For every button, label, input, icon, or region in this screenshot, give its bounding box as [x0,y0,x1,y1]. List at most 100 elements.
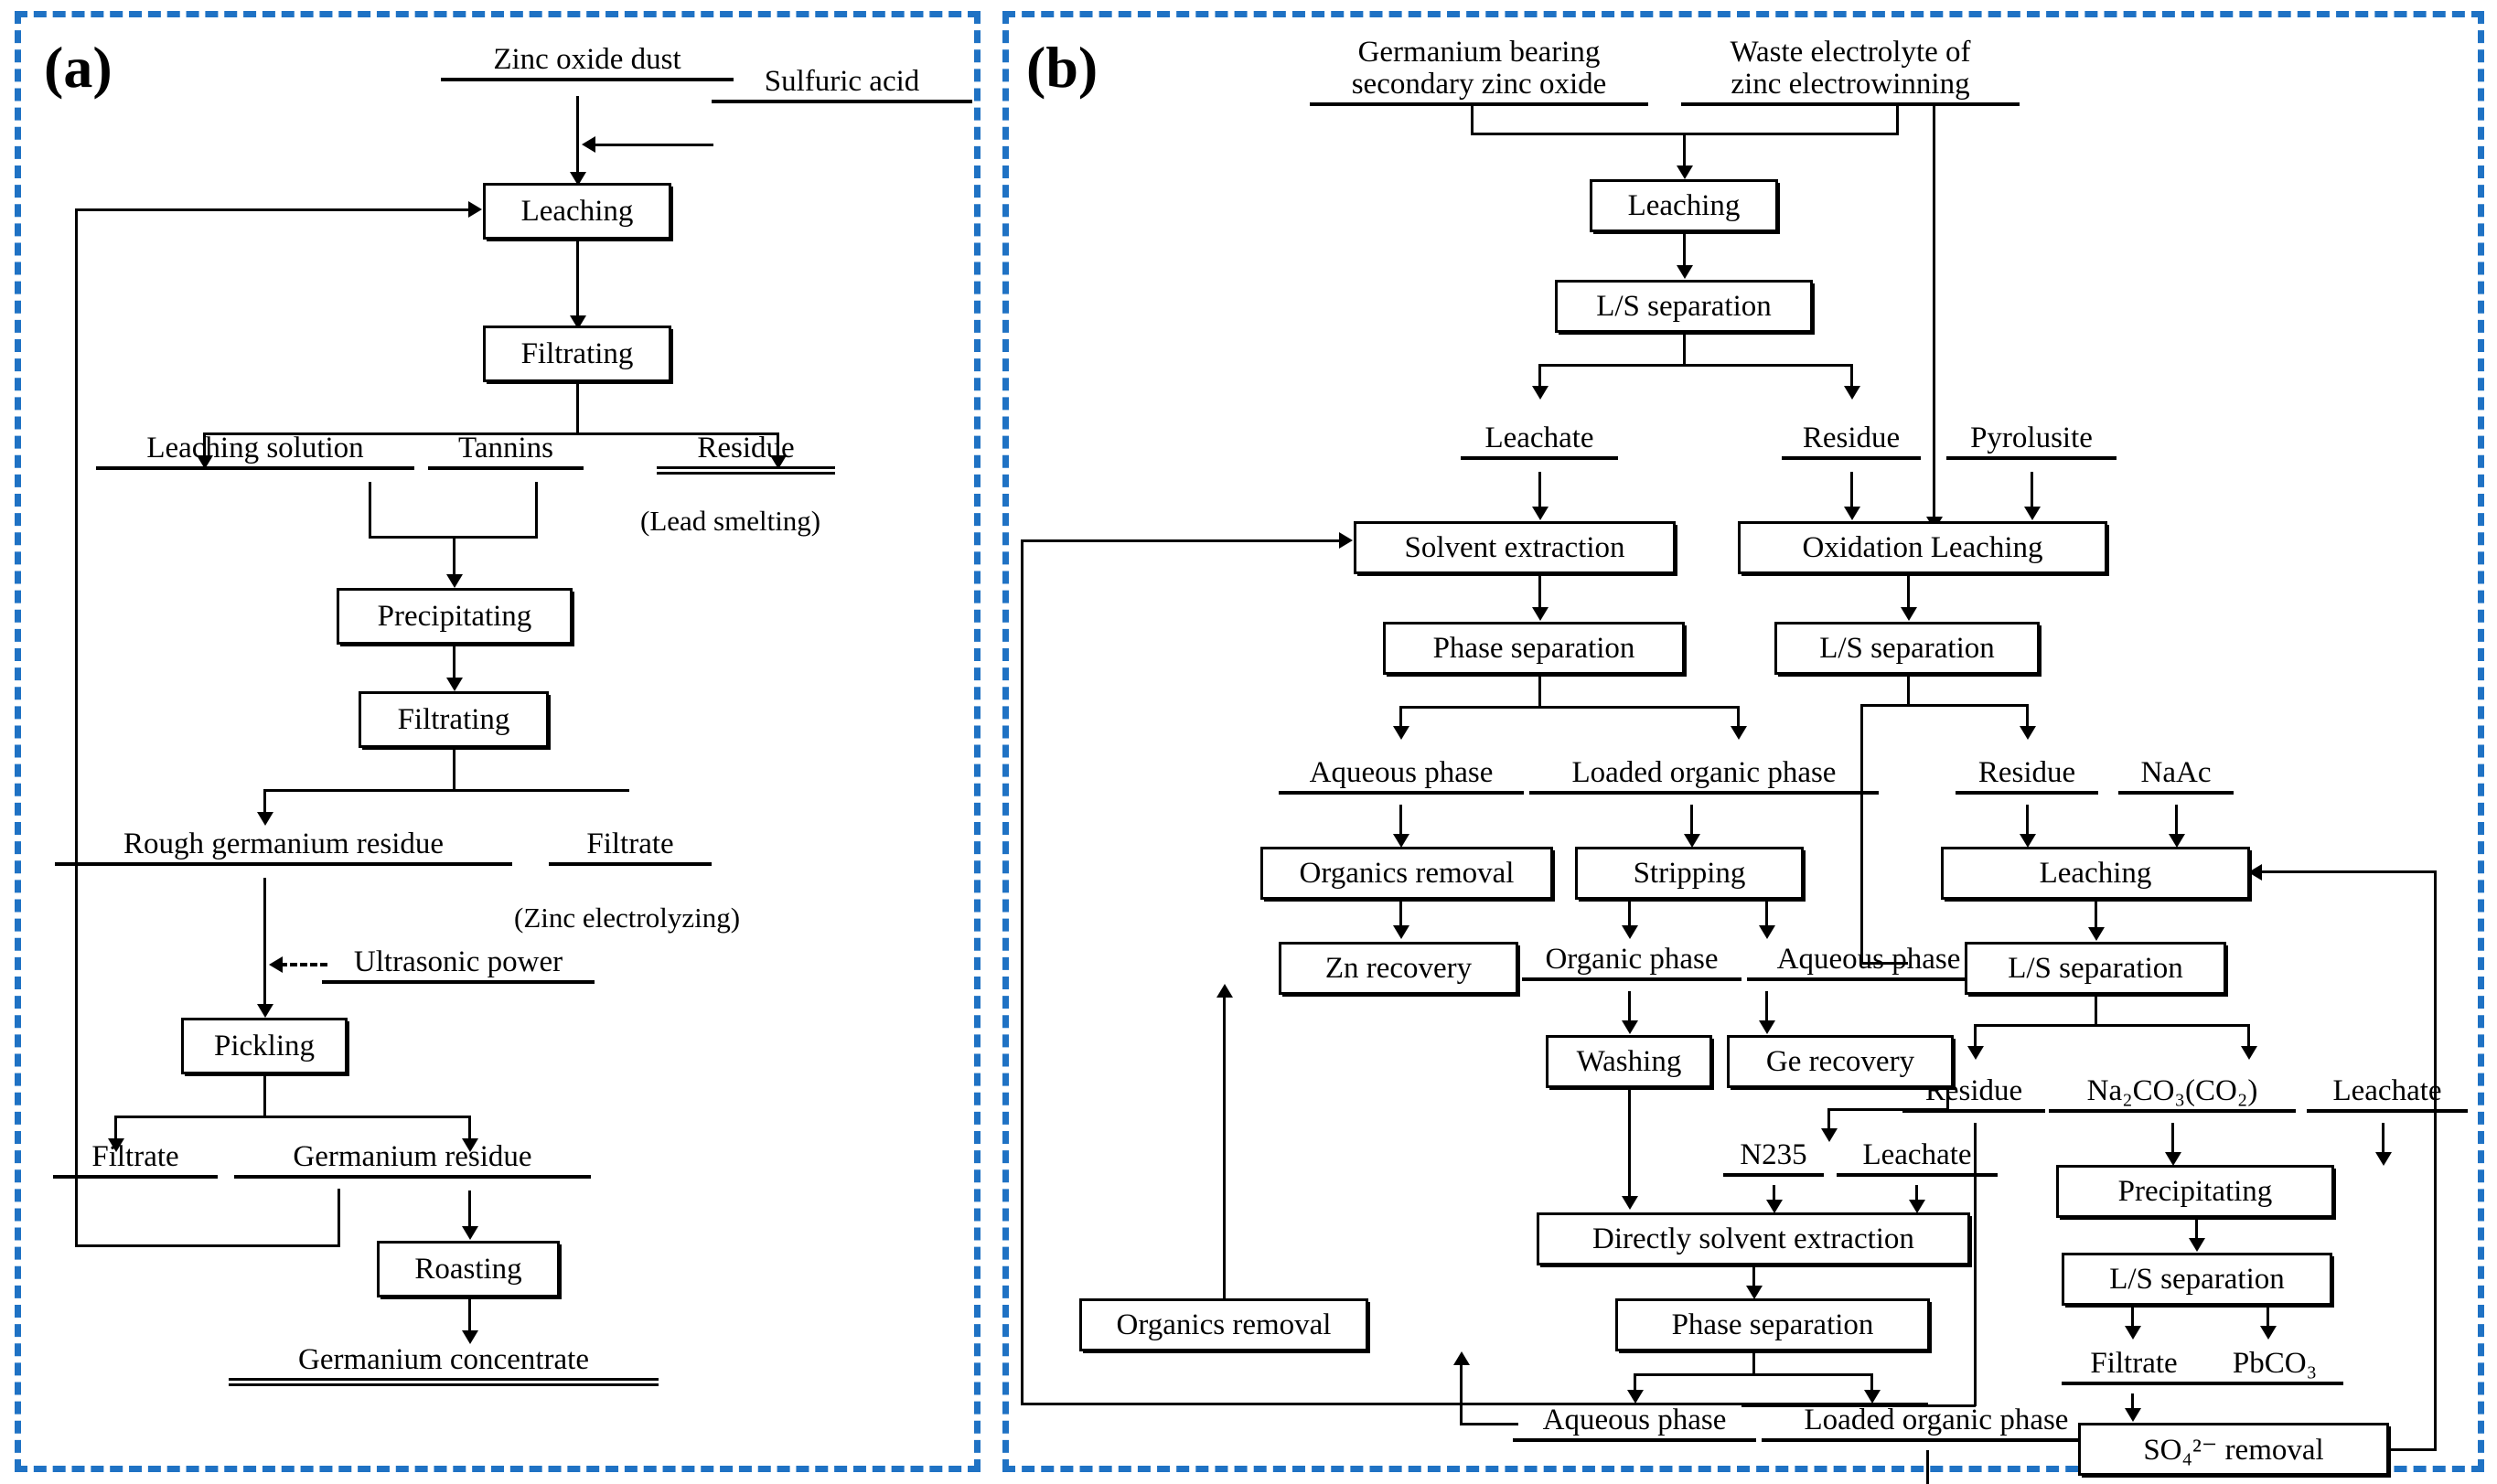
box-zn-recovery: Zn recovery [1279,942,1518,995]
conn-lop1-stripping [1690,805,1693,839]
arrow-residue-oxleach [1844,507,1860,520]
conn-tannins-down [535,482,538,539]
box-oxidation-leaching: Oxidation Leaching [1738,521,2107,574]
arrow-roughge-pickling [257,1004,273,1018]
arrow-washing-dse [1622,1196,1638,1210]
conn-lop2-bottom [1021,1403,1928,1405]
conn-pickling-split [263,1074,266,1117]
box-organics-removal-2: Organics removal [1079,1298,1368,1351]
conn-filtrating2-bus [263,789,629,792]
arrow-leachate-solvext [1532,507,1549,520]
panel-a-tag: (a) [44,35,113,100]
arrow-sulfuric-acid [582,136,595,153]
arrow-pickling-filtrate [108,1138,124,1152]
conn-waste-down [1896,106,1899,135]
box-so4-removal: SO₄²⁻ removal [2078,1423,2389,1476]
arrow-to-leachate-b1 [1532,386,1549,400]
conn-filtrate-so4 [2131,1393,2134,1414]
conn-pickling-left [114,1116,117,1143]
panel-b-frame [1002,11,2484,1472]
arrow-stripping-aqphase2 [1759,925,1775,939]
arrow-stripping-orgphase [1622,925,1638,939]
arrow-naac-leaching2 [2169,834,2185,848]
conn-feed-down [1471,106,1474,135]
arrow-to-loaded-organic-1 [1731,726,1747,740]
arrow-aq1-orgrem1 [1393,834,1409,848]
box-directly-solvent-extraction: Directly solvent extraction [1537,1212,1970,1265]
arrow-na2co3-precip [2165,1152,2181,1166]
stream-sulfuric-acid: Sulfuric acid [712,66,972,103]
conn-ls3-right [2247,1024,2250,1050]
arrow-zod-leaching [570,172,586,186]
arrow-leachate2-dse [1909,1200,1925,1213]
conn-stripping-aqphase2 [1765,900,1768,931]
arrow-leaching1-ls1 [1677,265,1693,279]
conn-filtrating1-bus [203,432,779,435]
conn-phasesep1-split [1538,675,1541,708]
conn-ls2-left-long [1860,704,1863,965]
conn-lop2-down [1926,1450,1929,1484]
arrow-to-residue-a [770,455,787,469]
arrow-orgrem1-znrec [1393,925,1409,939]
arrow-pyrolusite-oxleach [2024,507,2041,520]
arrow-to-leaching-b1 [1677,165,1693,179]
conn-ls4-pbco3 [2267,1306,2269,1329]
conn-ls2-split [1907,675,1910,706]
conn-orgrem2-znrec [1223,995,1226,1300]
conn-gerec-down [1946,1088,1949,1110]
box-ls-separation-b3: L/S separation [1965,942,2226,995]
stream-loaded-organic-phase-2: Loaded organic phase [1762,1404,2111,1442]
box-roasting: Roasting [377,1241,560,1297]
arrow-to-leaching-solution [197,455,213,469]
conn-gerec-leachate2 [1827,1108,1830,1132]
note-zinc-electrolyzing: (Zinc electrolyzing) [514,902,741,934]
waste-line-2: zinc electrowinning [1731,67,1970,101]
conn-ls3-bus [1974,1024,2250,1027]
box-stripping: Stripping [1575,847,1804,900]
box-leaching-b1: Leaching [1590,179,1778,232]
conn-ls1-left [1538,364,1541,390]
stream-pbco3: PbCO₃ [2206,1348,2343,1385]
conn-pickling-bus [114,1116,471,1118]
arrow-so4-recycle-leaching2 [2248,864,2262,881]
arrow-dse-phasesep2 [1746,1286,1763,1299]
arrow-to-precipitating-a [446,574,463,588]
arrow-leachate3-precip [2375,1152,2392,1166]
stream-pyrolusite: Pyrolusite [1946,422,2117,460]
conn-ultrasonic-dashed [280,963,327,966]
conn-pyrolusite-oxleach [2031,472,2033,512]
conn-oxleach-ls2 [1907,574,1910,613]
stream-filtrate-1: Filtrate [549,828,712,866]
conn-pickling-right [468,1116,471,1143]
feed-line-2: secondary zinc oxide [1351,67,1607,101]
conn-phasesep2-bus [1634,1373,1873,1376]
conn-phasesep2-right [1870,1373,1873,1393]
conn-residue3-bottom [1974,1123,1977,1406]
conn-phasesep1-right [1737,706,1740,730]
arrow-roasting-concentrate [462,1330,478,1344]
conn-ls4-filtrate [2131,1306,2134,1329]
conn-waste-to-oxleach [1933,106,1935,522]
stream-residue-b1: Residue [1782,422,1921,460]
arrow-to-aqueous-1 [1393,726,1409,740]
stream-tannins: Tannins [428,432,584,470]
conn-orgphase-washing [1628,991,1631,1026]
conn-so4-recycle-h [2387,1448,2437,1451]
conn-phasesep2-left [1634,1373,1636,1393]
conn-ls3-left [1974,1024,1977,1050]
conn-residue2-leaching2 [2026,805,2029,839]
conn-ls1-right [1850,364,1853,390]
arrow-to-aqueous-3 [1627,1390,1644,1404]
note-lead-smelting: (Lead smelting) [640,505,821,537]
conn-left-rail-top [1021,539,1343,542]
feed-line-1: Germanium bearing [1357,36,1601,69]
stream-rough-germanium-residue: Rough germanium residue [55,828,512,866]
box-solvent-extraction: Solvent extraction [1354,521,1676,574]
conn-filtrating2-split [453,748,455,791]
box-phase-separation-2: Phase separation [1615,1298,1930,1351]
conn-orgrem1-znrec [1399,900,1402,931]
stream-loaded-organic-phase-1: Loaded organic phase [1529,757,1879,795]
arrow-geres-roasting [462,1226,478,1240]
conn-phasesep1-left [1399,706,1402,730]
